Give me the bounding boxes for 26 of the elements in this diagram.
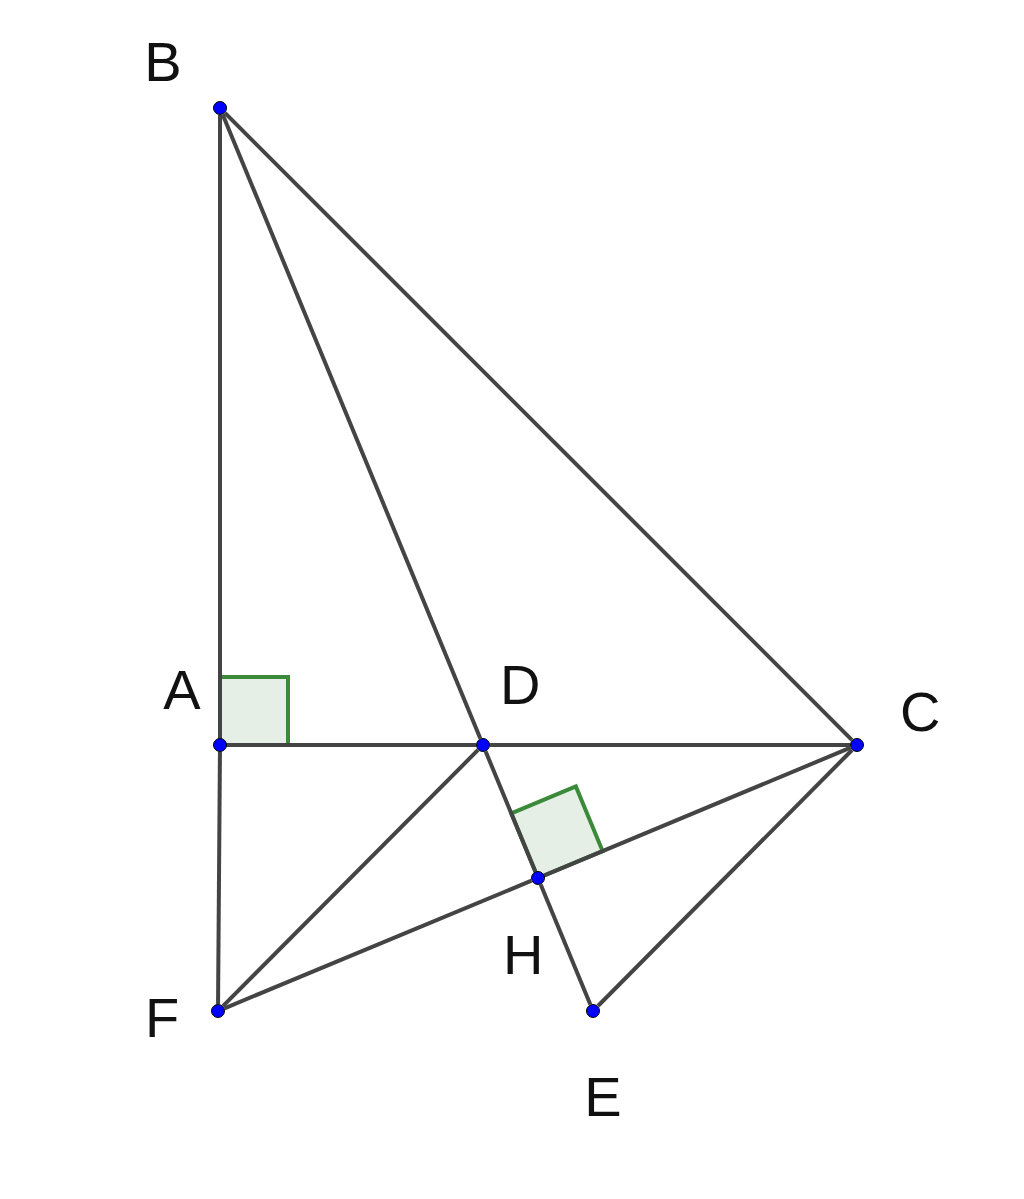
point-label: A	[162, 662, 202, 718]
point-label: D	[500, 657, 540, 713]
line-segment	[220, 113, 483, 740]
line-segment	[223, 878, 533, 1011]
line-segment	[543, 745, 852, 878]
line-segment	[538, 883, 593, 1006]
point-marker	[211, 1004, 225, 1018]
line-segment	[227, 743, 476, 747]
point-label: F	[143, 990, 181, 1046]
line-segment	[221, 748, 480, 1008]
point-label: B	[143, 34, 183, 90]
point-marker	[476, 738, 490, 752]
line-segment	[218, 115, 222, 738]
point-label: H	[503, 927, 543, 983]
line-segment	[483, 750, 538, 873]
point-marker	[850, 738, 864, 752]
point-marker	[586, 1004, 600, 1018]
point-label: E	[583, 1069, 623, 1125]
point-label: C	[900, 684, 940, 740]
line-segment	[216, 751, 222, 1005]
point-marker	[213, 101, 227, 115]
line-segment	[223, 111, 854, 742]
point-marker	[213, 738, 227, 752]
line-segment	[490, 743, 850, 747]
line-segment	[596, 748, 854, 1008]
point-marker	[531, 871, 545, 885]
